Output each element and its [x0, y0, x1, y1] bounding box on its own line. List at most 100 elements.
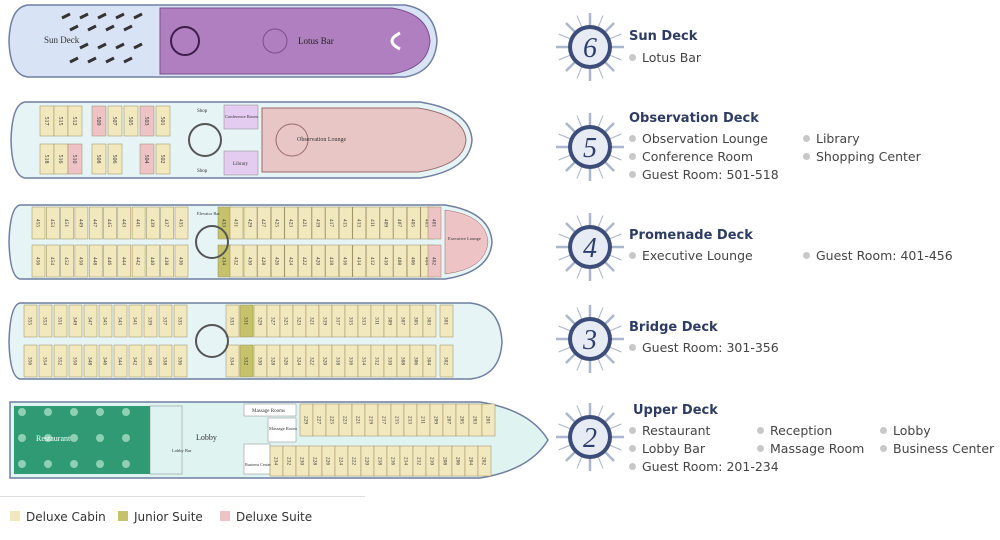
cabin[interactable] [83, 304, 98, 338]
cabin[interactable] [91, 143, 107, 175]
cabin[interactable] [239, 344, 254, 378]
cabin[interactable] [393, 244, 407, 278]
cabin[interactable] [352, 206, 367, 240]
cabin[interactable] [31, 206, 46, 240]
cabin[interactable] [113, 304, 128, 338]
cabin[interactable] [60, 206, 74, 240]
deck-upper[interactable]: 2 Upper Deck Restaurant Reception Lobby … [555, 402, 1000, 482]
cabin[interactable] [91, 105, 107, 137]
cabin[interactable] [239, 304, 254, 338]
cabin[interactable] [107, 143, 123, 175]
cabin[interactable] [98, 344, 113, 378]
cabin[interactable] [146, 206, 160, 240]
cabin[interactable] [229, 206, 244, 240]
cabin[interactable] [46, 244, 60, 278]
cabin[interactable] [68, 304, 83, 338]
cabin[interactable] [23, 304, 38, 338]
cabin[interactable] [160, 244, 174, 278]
cabin[interactable] [146, 244, 160, 278]
cabin[interactable] [67, 143, 83, 175]
sun-deck-plan[interactable]: Sun Deck Lotus Bar [8, 4, 438, 78]
cabin[interactable] [174, 206, 189, 240]
cabin[interactable] [427, 206, 442, 240]
cabin[interactable] [270, 206, 285, 240]
cabin[interactable] [173, 344, 188, 378]
cabin[interactable] [98, 304, 113, 338]
cabin[interactable] [128, 344, 143, 378]
cabin[interactable] [88, 244, 103, 278]
cabin[interactable] [379, 206, 394, 240]
cabin[interactable] [103, 206, 117, 240]
cabin[interactable] [427, 244, 442, 278]
cabin[interactable] [60, 244, 74, 278]
cabin[interactable] [131, 244, 146, 278]
cabin[interactable] [311, 244, 326, 278]
deck-bridge[interactable]: 3 Bridge Deck Guest Room: 301-356 [555, 304, 1000, 384]
cabin[interactable] [284, 244, 299, 278]
cabin[interactable] [406, 244, 421, 278]
cabin[interactable] [325, 206, 339, 240]
cabin[interactable] [270, 244, 285, 278]
cabin[interactable] [243, 206, 258, 240]
cabin[interactable] [338, 244, 353, 278]
cabin[interactable] [352, 244, 367, 278]
cabin[interactable] [155, 143, 171, 175]
cabin[interactable] [439, 344, 454, 378]
cabin[interactable] [158, 304, 173, 338]
cabin[interactable] [366, 244, 380, 278]
cabin[interactable] [325, 244, 339, 278]
cabin[interactable] [406, 206, 421, 240]
cabin[interactable] [379, 244, 394, 278]
deck-sun[interactable]: 6 Sun Deck Lotus Bar [555, 12, 1000, 92]
cabin[interactable] [477, 445, 492, 477]
cabin[interactable] [68, 344, 83, 378]
cabin[interactable] [481, 403, 496, 437]
cabin[interactable] [160, 206, 174, 240]
cabin[interactable] [393, 206, 407, 240]
cabin[interactable] [422, 344, 437, 378]
cabin[interactable] [422, 304, 437, 338]
cabin[interactable] [439, 304, 454, 338]
cabin[interactable] [173, 304, 188, 338]
cabin[interactable] [229, 244, 244, 278]
cabin[interactable] [128, 304, 143, 338]
cabin[interactable] [311, 206, 326, 240]
cabin[interactable] [298, 244, 312, 278]
cabin[interactable] [53, 344, 68, 378]
cabin[interactable] [74, 206, 89, 240]
cabin[interactable] [31, 244, 46, 278]
cabin[interactable] [284, 206, 299, 240]
cabin[interactable] [155, 105, 171, 137]
cabin[interactable] [23, 344, 38, 378]
cabin[interactable] [53, 304, 68, 338]
deck-promenade[interactable]: 4 Promenade Deck Executive Lounge Guest … [555, 212, 1000, 292]
cabin[interactable] [123, 105, 139, 137]
cabin[interactable] [257, 206, 271, 240]
cabin[interactable] [38, 344, 53, 378]
cabin[interactable] [67, 105, 83, 137]
cabin[interactable] [158, 344, 173, 378]
cabin[interactable] [143, 344, 158, 378]
cabin[interactable] [139, 143, 155, 175]
cabin[interactable] [243, 244, 258, 278]
cabin[interactable] [83, 344, 98, 378]
cabin[interactable] [298, 206, 312, 240]
cabin[interactable] [88, 206, 103, 240]
cabin[interactable] [225, 304, 240, 338]
cabin[interactable] [131, 206, 146, 240]
cabin[interactable] [74, 244, 89, 278]
cabin[interactable] [107, 105, 123, 137]
cabin[interactable] [117, 244, 132, 278]
cabin[interactable] [117, 206, 132, 240]
cabin[interactable] [174, 244, 189, 278]
cabin[interactable] [225, 344, 240, 378]
cabin[interactable] [257, 244, 271, 278]
cabin[interactable] [143, 304, 158, 338]
deck-observation[interactable]: 5 Observation Deck Observation Lounge Li… [555, 111, 1000, 192]
cabin[interactable] [46, 206, 60, 240]
cabin[interactable] [38, 304, 53, 338]
